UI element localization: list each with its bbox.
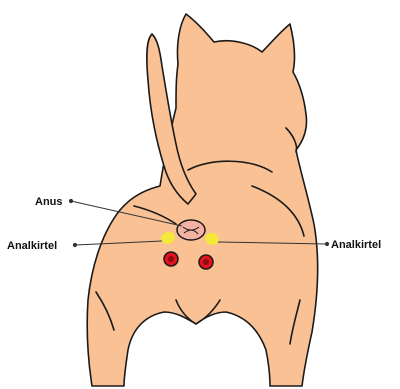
cat-illustration [87,14,317,386]
label-right-anal-gland: Analkirtel [331,239,381,251]
label-anus: Anus [35,196,63,208]
cat-body [87,14,317,386]
label-left-anal-gland: Analkirtel [7,240,57,252]
right-anal-gland-center [203,259,209,265]
left-anal-gland-center [168,256,174,262]
